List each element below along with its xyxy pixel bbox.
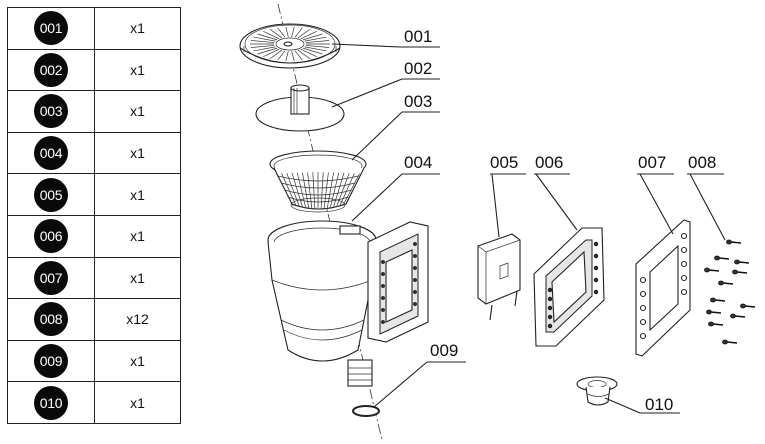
callout-007: 007 [638, 153, 666, 172]
part-010-pipe-adapter [576, 376, 618, 406]
screw [718, 280, 734, 286]
parts-table-row: 009 x1 [7, 339, 181, 383]
part-number-cell: 004 [7, 131, 95, 175]
part-number-badge: 010 [34, 385, 68, 420]
screw [710, 297, 726, 303]
parts-table-row: 005 x1 [7, 173, 181, 216]
callout-006: 006 [535, 153, 563, 172]
part-number-cell: 006 [7, 214, 95, 258]
screw [708, 321, 724, 327]
part-008-screws [704, 239, 756, 345]
parts-table-row: 002 x1 [7, 48, 181, 92]
screw [730, 313, 746, 319]
parts-table-row: 001 x1 [7, 7, 181, 50]
part-quantity: x1 [94, 339, 181, 383]
part-number-cell: 005 [7, 173, 95, 216]
parts-table-row: 006 x1 [7, 214, 181, 258]
part-number-badge: 006 [34, 219, 68, 254]
part-number-badge: 009 [34, 344, 68, 379]
part-number-badge: 004 [34, 136, 68, 171]
part-quantity: x1 [94, 381, 181, 424]
callout-008: 008 [688, 153, 716, 172]
part-number-badge: 001 [34, 11, 68, 46]
part-number-badge: 003 [34, 94, 68, 129]
callout-001: 001 [404, 27, 432, 46]
callout-005: 005 [490, 153, 518, 172]
part-number-badge: 002 [34, 52, 68, 87]
part-number-cell: 007 [7, 256, 95, 300]
part-quantity: x1 [94, 256, 181, 300]
parts-table-row: 003 x1 [7, 90, 181, 133]
screw [704, 267, 720, 273]
part-quantity: x1 [94, 214, 181, 258]
part-quantity: x1 [94, 7, 181, 50]
callout-003: 003 [404, 92, 432, 111]
callout-009: 009 [430, 341, 458, 360]
screw [726, 239, 742, 245]
part-quantity: x1 [94, 173, 181, 216]
part-009-o-ring [352, 405, 380, 417]
leader-lines [331, 43, 726, 414]
parts-quantity-table: 001 x1 002 x1 003 x1 004 x1 005 x1 006 x1 007 x1 008 x1… [7, 7, 181, 424]
parts-table-row: 010 x1 [7, 381, 181, 424]
part-quantity: x1 [94, 131, 181, 175]
part-number-badge: 005 [34, 177, 68, 212]
part-006-gasket-frame [533, 227, 605, 347]
part-number-cell: 001 [7, 7, 95, 50]
parts-table-row: 008 x12 [7, 298, 181, 341]
screw [722, 339, 738, 345]
part-quantity: x1 [94, 90, 181, 133]
part-number-cell: 009 [7, 339, 95, 383]
part-005-weir-flap [477, 233, 521, 321]
part-quantity: x1 [94, 48, 181, 92]
callout-004: 004 [404, 153, 432, 172]
part-number-badge: 007 [34, 260, 68, 295]
part-004-skimmer-body [267, 220, 429, 387]
screw [734, 259, 750, 265]
part-002-float-disk [255, 84, 345, 132]
callout-010: 010 [645, 395, 673, 414]
part-number-cell: 008 [7, 298, 95, 341]
part-number-cell: 002 [7, 48, 95, 92]
screw [732, 269, 748, 275]
screw [706, 309, 722, 315]
part-number-badge: 008 [34, 302, 68, 337]
screw [740, 303, 756, 309]
part-001-skimmer-lid [239, 23, 341, 69]
parts-table-row: 004 x1 [7, 131, 181, 175]
screw [714, 255, 730, 261]
part-quantity: x12 [94, 298, 181, 341]
parts-table-row: 007 x1 [7, 256, 181, 300]
part-003-basket [269, 150, 367, 213]
part-number-cell: 010 [7, 381, 95, 424]
callout-002: 002 [404, 59, 432, 78]
part-007-face-plate [635, 219, 691, 357]
